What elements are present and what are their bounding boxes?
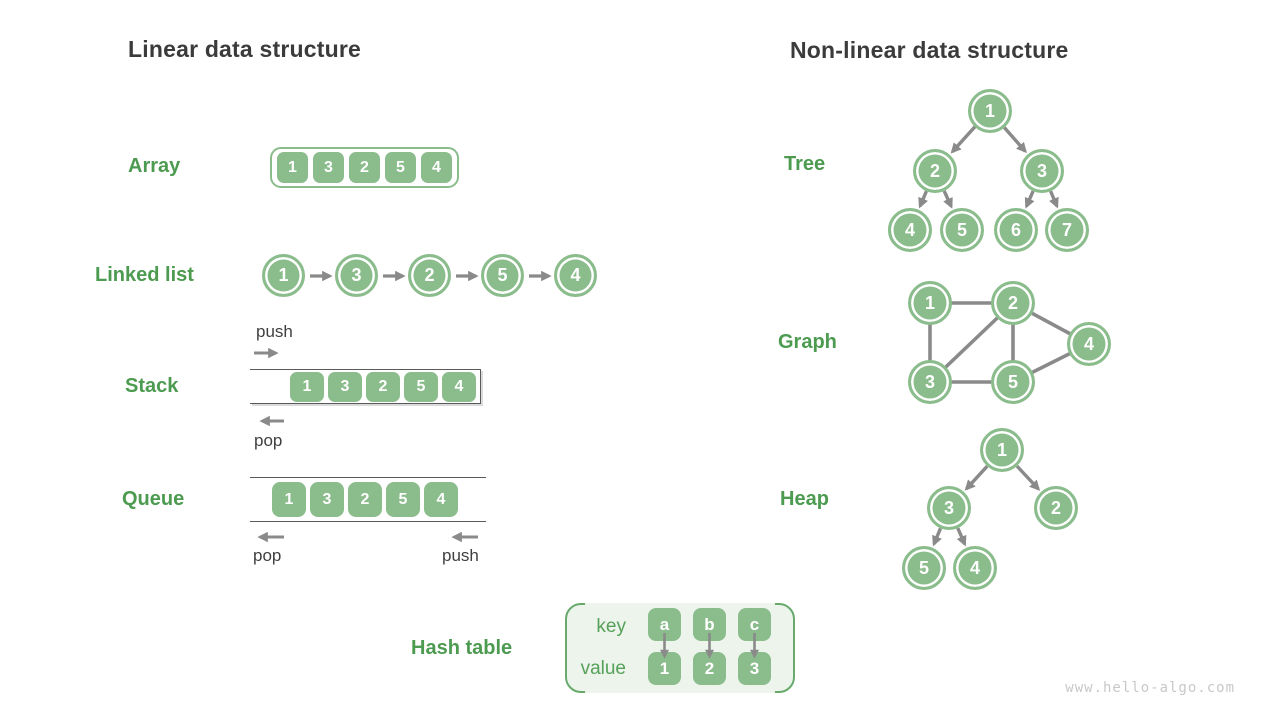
array-label: Array xyxy=(128,155,181,177)
stack-cell: 4 xyxy=(442,372,476,402)
hash-key-header: key xyxy=(596,616,626,637)
hash-value-cell: 1 xyxy=(648,652,681,685)
stack-label: Stack xyxy=(125,375,179,397)
heap-node: 3 xyxy=(927,486,971,530)
linked-list-node: 4 xyxy=(554,254,597,297)
hash-value-cell: 3 xyxy=(738,652,771,685)
tree-node: 5 xyxy=(940,208,984,252)
stack-cell: 1 xyxy=(290,372,324,402)
tree-node: 4 xyxy=(888,208,932,252)
stack-pop-label: pop xyxy=(254,431,283,450)
nonlinear-title: Non-linear data structure xyxy=(790,37,1069,63)
tree-node: 2 xyxy=(913,149,957,193)
queue-top-line xyxy=(250,477,486,478)
hash-key-cell: c xyxy=(738,608,771,641)
tree-node: 7 xyxy=(1045,208,1089,252)
tree-node: 6 xyxy=(994,208,1038,252)
hash-value-cell: 2 xyxy=(693,652,726,685)
linked-list-node: 1 xyxy=(262,254,305,297)
stack-cells: 1 3 2 5 4 xyxy=(290,372,476,402)
queue-bottom-line xyxy=(250,521,486,522)
array-cell: 3 xyxy=(313,152,344,183)
queue-pop-label: pop xyxy=(253,546,282,565)
array-cell: 2 xyxy=(349,152,380,183)
hash-key-cell: b xyxy=(693,608,726,641)
stack-cell: 3 xyxy=(328,372,362,402)
hash-value-header: value xyxy=(580,658,626,679)
array-container: 1 3 2 5 4 xyxy=(270,147,459,188)
hash-key-cell: a xyxy=(648,608,681,641)
queue-label: Queue xyxy=(122,488,185,510)
queue-cell: 1 xyxy=(272,482,306,517)
heap-node: 4 xyxy=(953,546,997,590)
linked-list-label: Linked list xyxy=(95,264,194,286)
graph-node: 4 xyxy=(1067,322,1111,366)
stack-container: 1 3 2 5 4 xyxy=(250,369,481,404)
queue-cells: 1 3 2 5 4 xyxy=(272,482,458,517)
stack-push-label: push xyxy=(256,322,293,341)
hash-table-label: Hash table xyxy=(411,637,513,659)
heap-node: 5 xyxy=(902,546,946,590)
graph-node: 1 xyxy=(908,281,952,325)
linked-list-node: 5 xyxy=(481,254,524,297)
linked-list-node: 2 xyxy=(408,254,451,297)
array-cell: 5 xyxy=(385,152,416,183)
stack-cell: 5 xyxy=(404,372,438,402)
queue-cell: 5 xyxy=(386,482,420,517)
heap-node: 1 xyxy=(980,428,1024,472)
heap-node: 2 xyxy=(1034,486,1078,530)
queue-push-label: push xyxy=(442,546,479,565)
linked-list-node: 3 xyxy=(335,254,378,297)
graph-node: 5 xyxy=(991,360,1035,404)
queue-cell: 4 xyxy=(424,482,458,517)
array-cell: 1 xyxy=(277,152,308,183)
stack-cell: 2 xyxy=(366,372,400,402)
queue-cell: 3 xyxy=(310,482,344,517)
tree-label: Tree xyxy=(784,153,826,175)
linear-title: Linear data structure xyxy=(128,36,361,62)
graph-node: 2 xyxy=(991,281,1035,325)
graph-label: Graph xyxy=(778,331,837,353)
heap-label: Heap xyxy=(780,488,829,510)
queue-cell: 2 xyxy=(348,482,382,517)
array-cell: 4 xyxy=(421,152,452,183)
graph-node: 3 xyxy=(908,360,952,404)
hash-border-mask xyxy=(585,603,775,606)
watermark: www.hello-algo.com xyxy=(1065,680,1235,696)
tree-node: 1 xyxy=(968,89,1012,133)
tree-node: 3 xyxy=(1020,149,1064,193)
hash-border-mask xyxy=(585,690,775,693)
